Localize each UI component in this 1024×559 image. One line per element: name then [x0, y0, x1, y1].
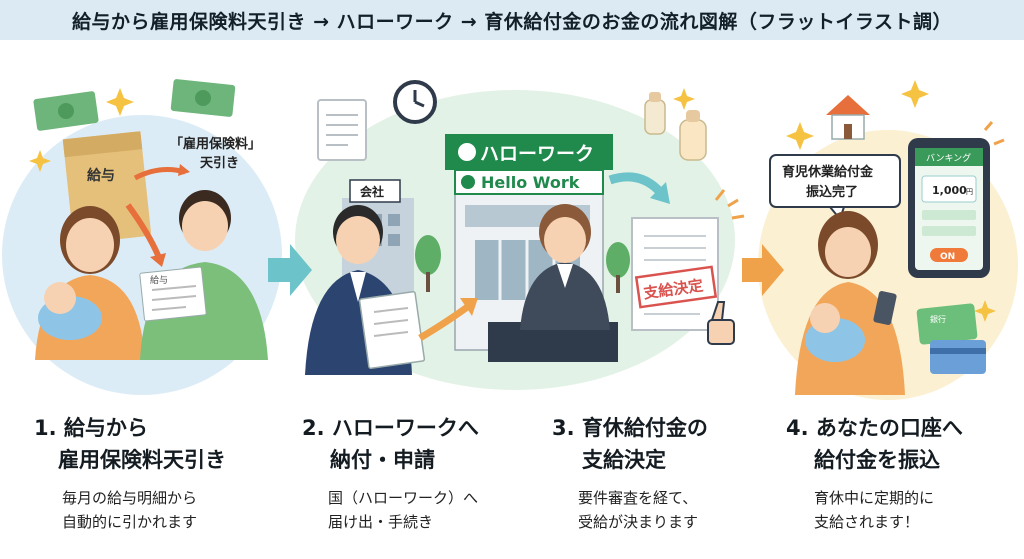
bubble-line-2: 振込完了 [806, 184, 858, 200]
bank-card-label: 銀行 [930, 314, 946, 324]
step1-illustration: 給与 「雇用保険料」 天引き 給与 [33, 79, 268, 360]
company-label: 会社 [360, 184, 384, 199]
step-4-desc-line2: 支給されます！ [814, 513, 920, 531]
step-4-title-line1: 4. あなたの口座へ [786, 416, 963, 440]
sparkle-icon [901, 80, 929, 108]
burst-lines-icon [714, 189, 745, 220]
step3-illustration: 支給決定 [608, 92, 745, 345]
smartphone-banking-icon [908, 138, 990, 278]
step-2-caption: 2. ハローワークへ 納付・申請 国（ハローワーク）へ 届け出・手続き [302, 412, 479, 534]
father-with-payslip-icon [139, 190, 268, 360]
step-4-caption: 4. あなたの口座へ 給付金を振込 育休中に定期的に 支給されます！ [786, 412, 963, 534]
balance-value: 1,000 [932, 184, 967, 197]
step-3-desc-line2: 受給が決まります [578, 513, 699, 531]
money-bill-icon [33, 91, 99, 131]
money-bill-icon [170, 79, 236, 117]
banking-app-label: バンキング [926, 152, 971, 164]
step4-illustration: 育児休業給付金 振込完了 バンキング 1,000 円 ON 銀行 [769, 95, 1005, 395]
step-3-title-line1: 3. 育休給付金の [552, 416, 708, 440]
on-button-label: ON [940, 252, 955, 262]
step-2-desc-line1: 国（ハローワーク）へ [328, 489, 479, 507]
thumbs-up-icon [707, 301, 735, 345]
hellowork-sign-en: Hello Work [481, 173, 580, 192]
clock-icon [393, 80, 437, 124]
step-2-title-line1: 2. ハローワークへ [302, 416, 479, 440]
bubble-line-1: 育児休業給付金 [782, 164, 874, 180]
sparkle-icons [29, 80, 996, 322]
baby-bottle-icon [679, 110, 707, 161]
speech-bubble [769, 154, 901, 222]
bank-card-icon [916, 303, 978, 345]
tree-icon [415, 235, 441, 292]
step-1-title-line1: 1. 給与から [34, 416, 148, 440]
sparkle-icon [673, 88, 695, 110]
counter-staff-icon [488, 204, 618, 362]
step-2-desc-line2: 届け出・手続き [328, 513, 434, 531]
step-3-caption: 3. 育休給付金の 支給決定 要件審査を経て、 受給が決まります [552, 412, 708, 534]
step-1-title-line2: 雇用保険料天引き [58, 448, 226, 472]
sparkle-icon [974, 300, 996, 322]
businessman-with-documents-icon [305, 205, 426, 375]
mother-with-baby-icon [795, 211, 905, 395]
step2-illustration: 会社 ハローワーク Hello Work [305, 80, 630, 375]
sparkle-icon [786, 122, 814, 150]
step-4-title-line2: 給付金を振込 [814, 448, 940, 472]
house-icon [826, 95, 870, 140]
balance-unit: 円 [966, 188, 973, 196]
flow-illustration: 給与 「雇用保険料」 天引き 給与 [2, 79, 1018, 400]
step-4-desc-line1: 育休中に定期的に [814, 489, 935, 507]
envelope-label: 給与 [87, 167, 115, 184]
step-1-desc-line1: 毎月の給与明細から [62, 489, 198, 507]
tree-icon [606, 242, 630, 293]
deduction-label-1: 「雇用保険料」 [170, 136, 261, 152]
payslip-label: 給与 [150, 274, 168, 286]
page-title: 給与から雇用保険料天引き → ハローワーク → 育休給付金のお金の流れ図解（フラ… [72, 10, 952, 33]
title-bar: 給与から雇用保険料天引き → ハローワーク → 育休給付金のお金の流れ図解（フラ… [0, 0, 1024, 40]
flow-arrow-icon [742, 244, 784, 296]
credit-card-icon [930, 340, 986, 374]
deduction-label-2: 天引き [200, 156, 239, 171]
mother-with-baby-icon [35, 206, 145, 360]
approval-document-icon [631, 217, 719, 331]
sparkle-icon [29, 150, 51, 172]
burst-lines-icon [983, 121, 1005, 146]
flow-arrow-icon [268, 244, 312, 296]
hellowork-sign-jp: ハローワーク [480, 143, 594, 165]
sparkle-icon [106, 88, 134, 116]
step-3-desc-line1: 要件審査を経て、 [578, 489, 698, 507]
document-icon [317, 99, 367, 161]
step-1-caption: 1. 給与から 雇用保険料天引き 毎月の給与明細から 自動的に引かれます [34, 412, 226, 534]
flow-arrow-icon [608, 172, 664, 196]
baby-bottle-icon [644, 92, 666, 135]
step-2-title-line2: 納付・申請 [330, 448, 435, 472]
step-1-desc-line2: 自動的に引かれます [62, 513, 198, 531]
step-3-title-line2: 支給決定 [582, 448, 666, 472]
